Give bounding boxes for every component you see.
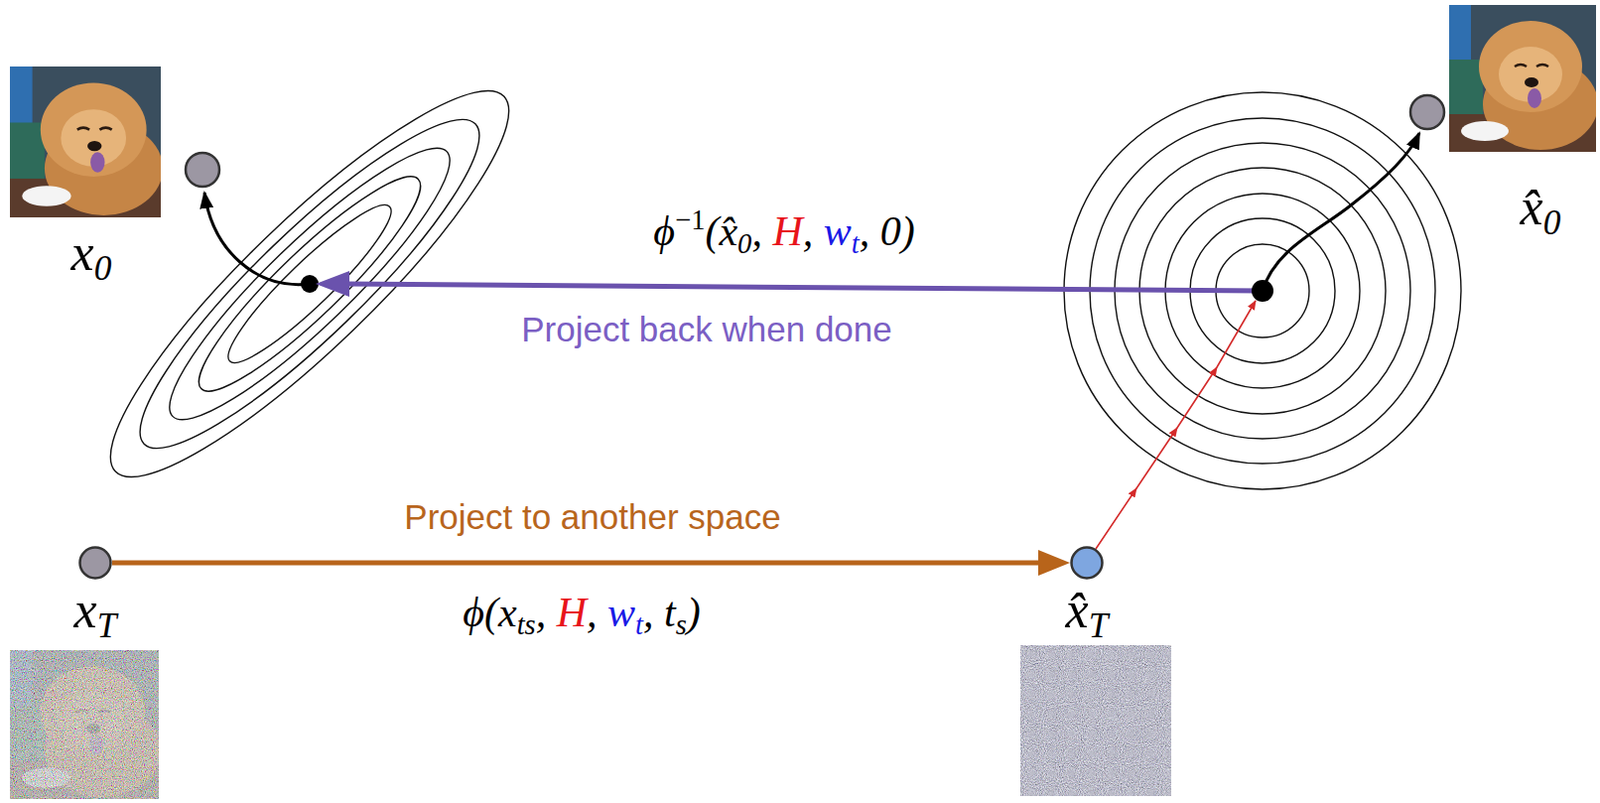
text-run: T [1088, 605, 1109, 646]
text-run: H [556, 589, 587, 636]
text-run: (x̂ [704, 208, 738, 255]
step-caption: Project to another space [403, 497, 781, 537]
project-back-arrow [347, 283, 1263, 291]
text-run: ts [517, 609, 536, 641]
text-run: ϕ(x [462, 589, 517, 636]
text-run: 0 [94, 248, 113, 288]
variable-label: x0 [71, 224, 113, 288]
step-caption: Project back when done [521, 309, 893, 350]
text-run: −1 [674, 204, 705, 236]
projection-arrow [112, 549, 1070, 576]
text-run: , t [643, 589, 676, 636]
text-run: s [675, 609, 687, 641]
text-run: w [823, 208, 852, 255]
text-run: x [74, 581, 98, 639]
formula: ϕ(xts, H, wt, ts) [462, 589, 701, 641]
sample-arrow [204, 192, 310, 285]
text-run: t [635, 609, 644, 641]
text-run: ) [686, 589, 701, 636]
sample-point [185, 152, 220, 187]
text-run: t [851, 228, 860, 260]
text-run: H [772, 208, 802, 255]
text-run: , [751, 208, 773, 255]
noise-image [1020, 645, 1172, 797]
variable-label: xT [74, 581, 118, 646]
arrow-line [112, 560, 1041, 566]
state-point: x̂T [1069, 545, 1104, 580]
point-shape [78, 545, 113, 580]
dog-photo [1449, 4, 1599, 152]
text-run: , [586, 589, 608, 636]
text-run: Project to another space [403, 497, 781, 536]
text-run: x̂ [1066, 581, 1089, 639]
text-run: Project back when done [521, 309, 893, 349]
dog-photo [9, 650, 161, 800]
noise [9, 650, 159, 800]
variable-label: x̂0 [1520, 178, 1562, 243]
arrow-head [315, 270, 350, 297]
point-circle [1071, 547, 1103, 579]
text-run: x̂ [1520, 178, 1544, 236]
text-run: , 0) [859, 208, 916, 255]
text-run: ϕ [653, 208, 675, 255]
arrow-head [1038, 549, 1070, 576]
formula: ϕ−1(x̂0, H, wt, 0) [653, 204, 915, 260]
noisy-photo [9, 650, 161, 800]
state-point: xT [78, 545, 113, 580]
dog-photo [9, 66, 163, 218]
sample-arrow [1262, 133, 1420, 291]
text-run: , [535, 589, 557, 636]
text-run: x [71, 224, 95, 281]
text-run: T [97, 605, 118, 646]
point-shape [1069, 545, 1104, 580]
variable-label: x̂T [1066, 581, 1109, 646]
text-run: 0 [737, 228, 752, 260]
trajectory-arrows [1095, 300, 1256, 549]
center-dot [1251, 279, 1274, 302]
text-run: w [607, 589, 636, 636]
text-run: 0 [1543, 202, 1562, 243]
point-circle [80, 547, 112, 579]
text-run: , [802, 208, 824, 255]
sample-point [1410, 95, 1445, 130]
